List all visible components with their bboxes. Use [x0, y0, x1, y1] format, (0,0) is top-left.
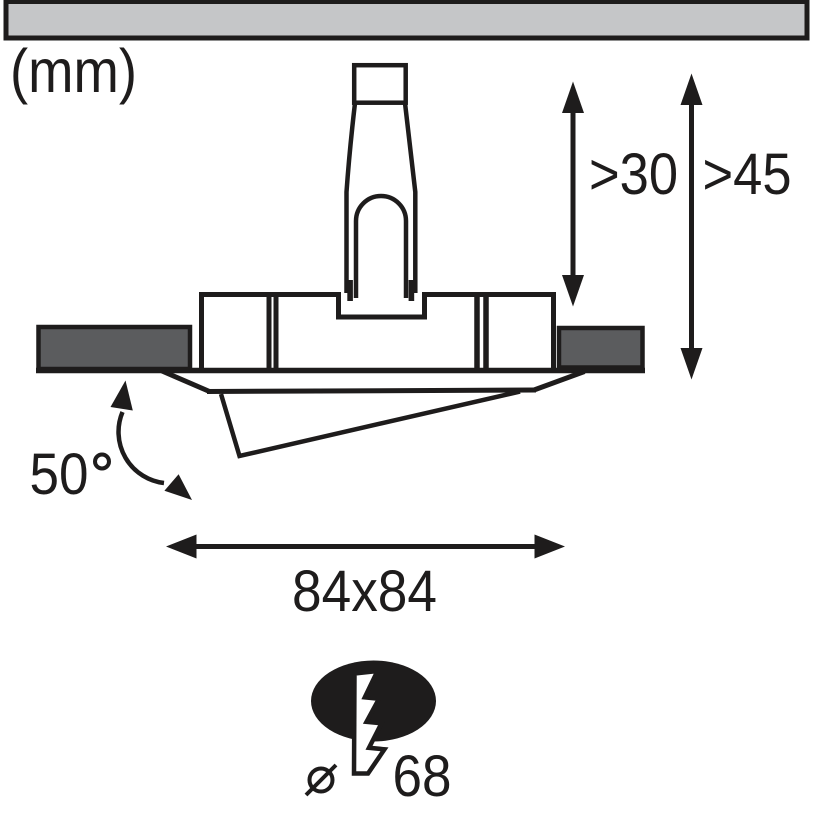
- svg-text:84x84: 84x84: [292, 559, 437, 624]
- svg-text:50: 50: [30, 442, 89, 507]
- svg-text:>45: >45: [703, 142, 792, 207]
- svg-text:(mm): (mm): [10, 37, 137, 105]
- svg-text:>30: >30: [589, 142, 678, 207]
- svg-text:68: 68: [393, 744, 452, 809]
